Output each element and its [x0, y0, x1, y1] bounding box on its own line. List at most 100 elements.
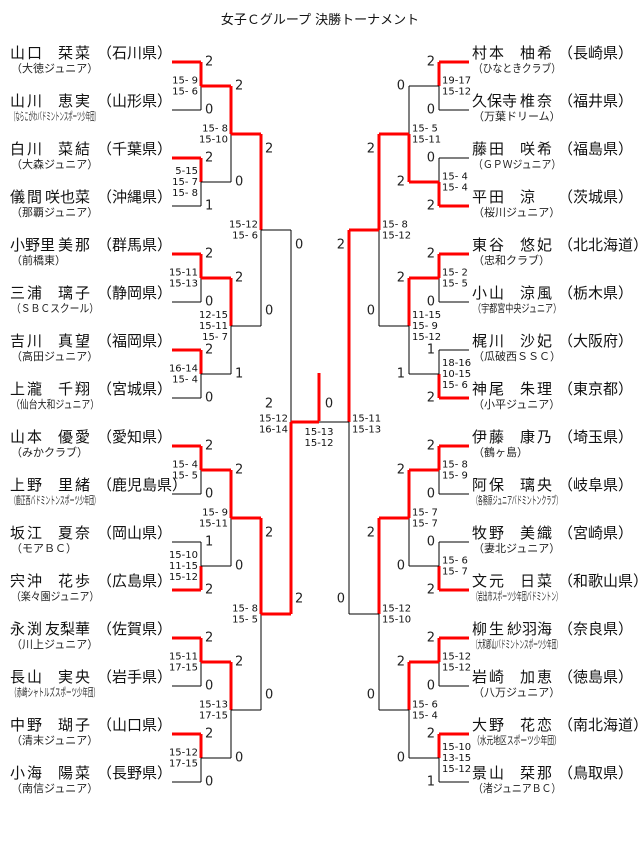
player-club: （瓜破西ＳＳＣ） — [473, 350, 561, 363]
set-score: 0 — [205, 679, 213, 694]
player-name: 梶川沙妃 — [472, 332, 552, 350]
player-given-name: 瑚子 — [58, 716, 90, 734]
player-club: （南信ジュニア） — [11, 782, 99, 795]
game-score: 15-12 — [442, 663, 471, 674]
game-score: 15- 5 — [232, 615, 258, 626]
set-score: 2 — [205, 631, 213, 646]
final-score-right: 0 — [325, 397, 333, 412]
set-score: 0 — [337, 592, 345, 607]
player-name: 永渕友梨華 — [10, 620, 90, 638]
player-family-name: 景山 — [472, 764, 504, 782]
set-score: 2 — [235, 271, 243, 286]
player-family-name: 山川 — [10, 92, 42, 110]
player-name: 吉川真望 — [10, 332, 90, 350]
player-family-name: 村本 — [472, 44, 504, 62]
set-score: 1 — [427, 775, 435, 790]
player-prefecture: （奈良県） — [558, 620, 634, 638]
player-family-name: 柳生 — [472, 620, 504, 638]
player-family-name: 中野 — [10, 716, 42, 734]
player-prefecture: （群馬県） — [97, 236, 173, 254]
game-score: 11-15 — [412, 310, 441, 321]
set-score: 0 — [397, 79, 405, 94]
game-score: 17-15 — [169, 759, 198, 770]
game-score: 15-10 — [382, 615, 411, 626]
game-score: 15- 7 — [442, 567, 468, 578]
set-score: 2 — [367, 526, 375, 541]
player-name: 藤田咲希 — [472, 140, 552, 158]
player-given-name: 日菜 — [520, 572, 552, 590]
player-family-name: 久保寺 — [472, 92, 518, 110]
game-score: 16-14 — [169, 364, 198, 375]
player-club: （鹿正西バドミントンスポーツ少年団） — [11, 494, 99, 507]
game-score: 15-11 — [412, 135, 441, 146]
game-score: 15-11 — [169, 268, 198, 279]
player-club: （岩出市スポーツ少年団バドミントン） — [473, 590, 561, 603]
game-score: 15- 6 — [412, 700, 438, 711]
player-family-name: 永渕 — [10, 620, 42, 638]
player-club: （桜川ジュニア） — [473, 206, 561, 219]
player-family-name: 坂江 — [10, 524, 42, 542]
game-score: 15-13 — [169, 279, 198, 290]
player-family-name: 三浦 — [10, 284, 42, 302]
player-family-name: 大野 — [472, 716, 504, 734]
game-score: 15- 9 — [442, 471, 468, 482]
set-score: 2 — [427, 439, 435, 454]
player-given-name: 千翔 — [58, 380, 90, 398]
player-club: （那覇ジュニア） — [11, 206, 99, 219]
game-score: 12-15 — [199, 310, 228, 321]
player-prefecture: （岩手県） — [97, 668, 173, 686]
game-score: 15-11 — [199, 321, 228, 332]
set-score: 0 — [367, 688, 375, 703]
player-prefecture: （静岡県） — [97, 284, 173, 302]
set-score: 2 — [427, 631, 435, 646]
player-given-name: 花恋 — [520, 716, 552, 734]
player-given-name: 菜結 — [58, 140, 90, 158]
set-score: 0 — [235, 751, 243, 766]
player-given-name: 美那 — [58, 236, 90, 254]
set-score: 0 — [205, 391, 213, 406]
game-score: 15-10 — [199, 135, 228, 146]
set-score: 2 — [397, 655, 405, 670]
set-score: 0 — [427, 535, 435, 550]
player-given-name: 柚希 — [520, 44, 552, 62]
set-score: 2 — [235, 655, 243, 670]
player-given-name: 康乃 — [520, 428, 552, 446]
player-club: （モアＢＣ） — [11, 542, 77, 555]
player-name: 大野花恋 — [472, 716, 552, 734]
game-score: 15-12 — [382, 604, 411, 615]
set-score: 2 — [205, 583, 213, 598]
player-given-name: 璃央 — [520, 476, 552, 494]
set-score: 2 — [367, 142, 375, 157]
set-score: 0 — [235, 559, 243, 574]
set-score: 1 — [427, 343, 435, 358]
game-score: 15- 7 — [412, 508, 438, 519]
player-family-name: 阿保 — [472, 476, 504, 494]
set-score: 2 — [427, 247, 435, 262]
player-name: 白川菜結 — [10, 140, 90, 158]
player-family-name: 梶川 — [472, 332, 504, 350]
player-name: 久保寺椎奈 — [472, 92, 552, 110]
player-club: （ＧＰＷジュニア） — [473, 158, 562, 171]
player-given-name: 里緒 — [58, 476, 90, 494]
set-score: 2 — [397, 175, 405, 190]
player-prefecture: （山形県） — [97, 92, 173, 110]
set-score: 0 — [427, 151, 435, 166]
player-club: （大森ジュニア） — [11, 158, 99, 171]
game-score: 15- 4 — [172, 375, 198, 386]
final-score-left: 2 — [265, 397, 273, 412]
game-score: 15-11 — [199, 519, 228, 530]
set-score: 2 — [397, 271, 405, 286]
game-score: 15- 5 — [412, 124, 438, 135]
game-score: 15- 7 — [412, 519, 438, 530]
player-prefecture: （広島県） — [97, 572, 173, 590]
player-club: （水元地区スポーツ少年団） — [473, 734, 561, 747]
game-score: 15- 4 — [412, 711, 438, 722]
set-score: 0 — [427, 679, 435, 694]
set-score: 2 — [337, 238, 345, 253]
player-prefecture: （栃木県） — [558, 284, 634, 302]
player-prefecture: （徳島県） — [558, 668, 634, 686]
player-name: 山川恵実 — [10, 92, 90, 110]
set-score: 2 — [427, 199, 435, 214]
player-given-name: 栞那 — [520, 764, 552, 782]
set-score: 2 — [265, 526, 273, 541]
